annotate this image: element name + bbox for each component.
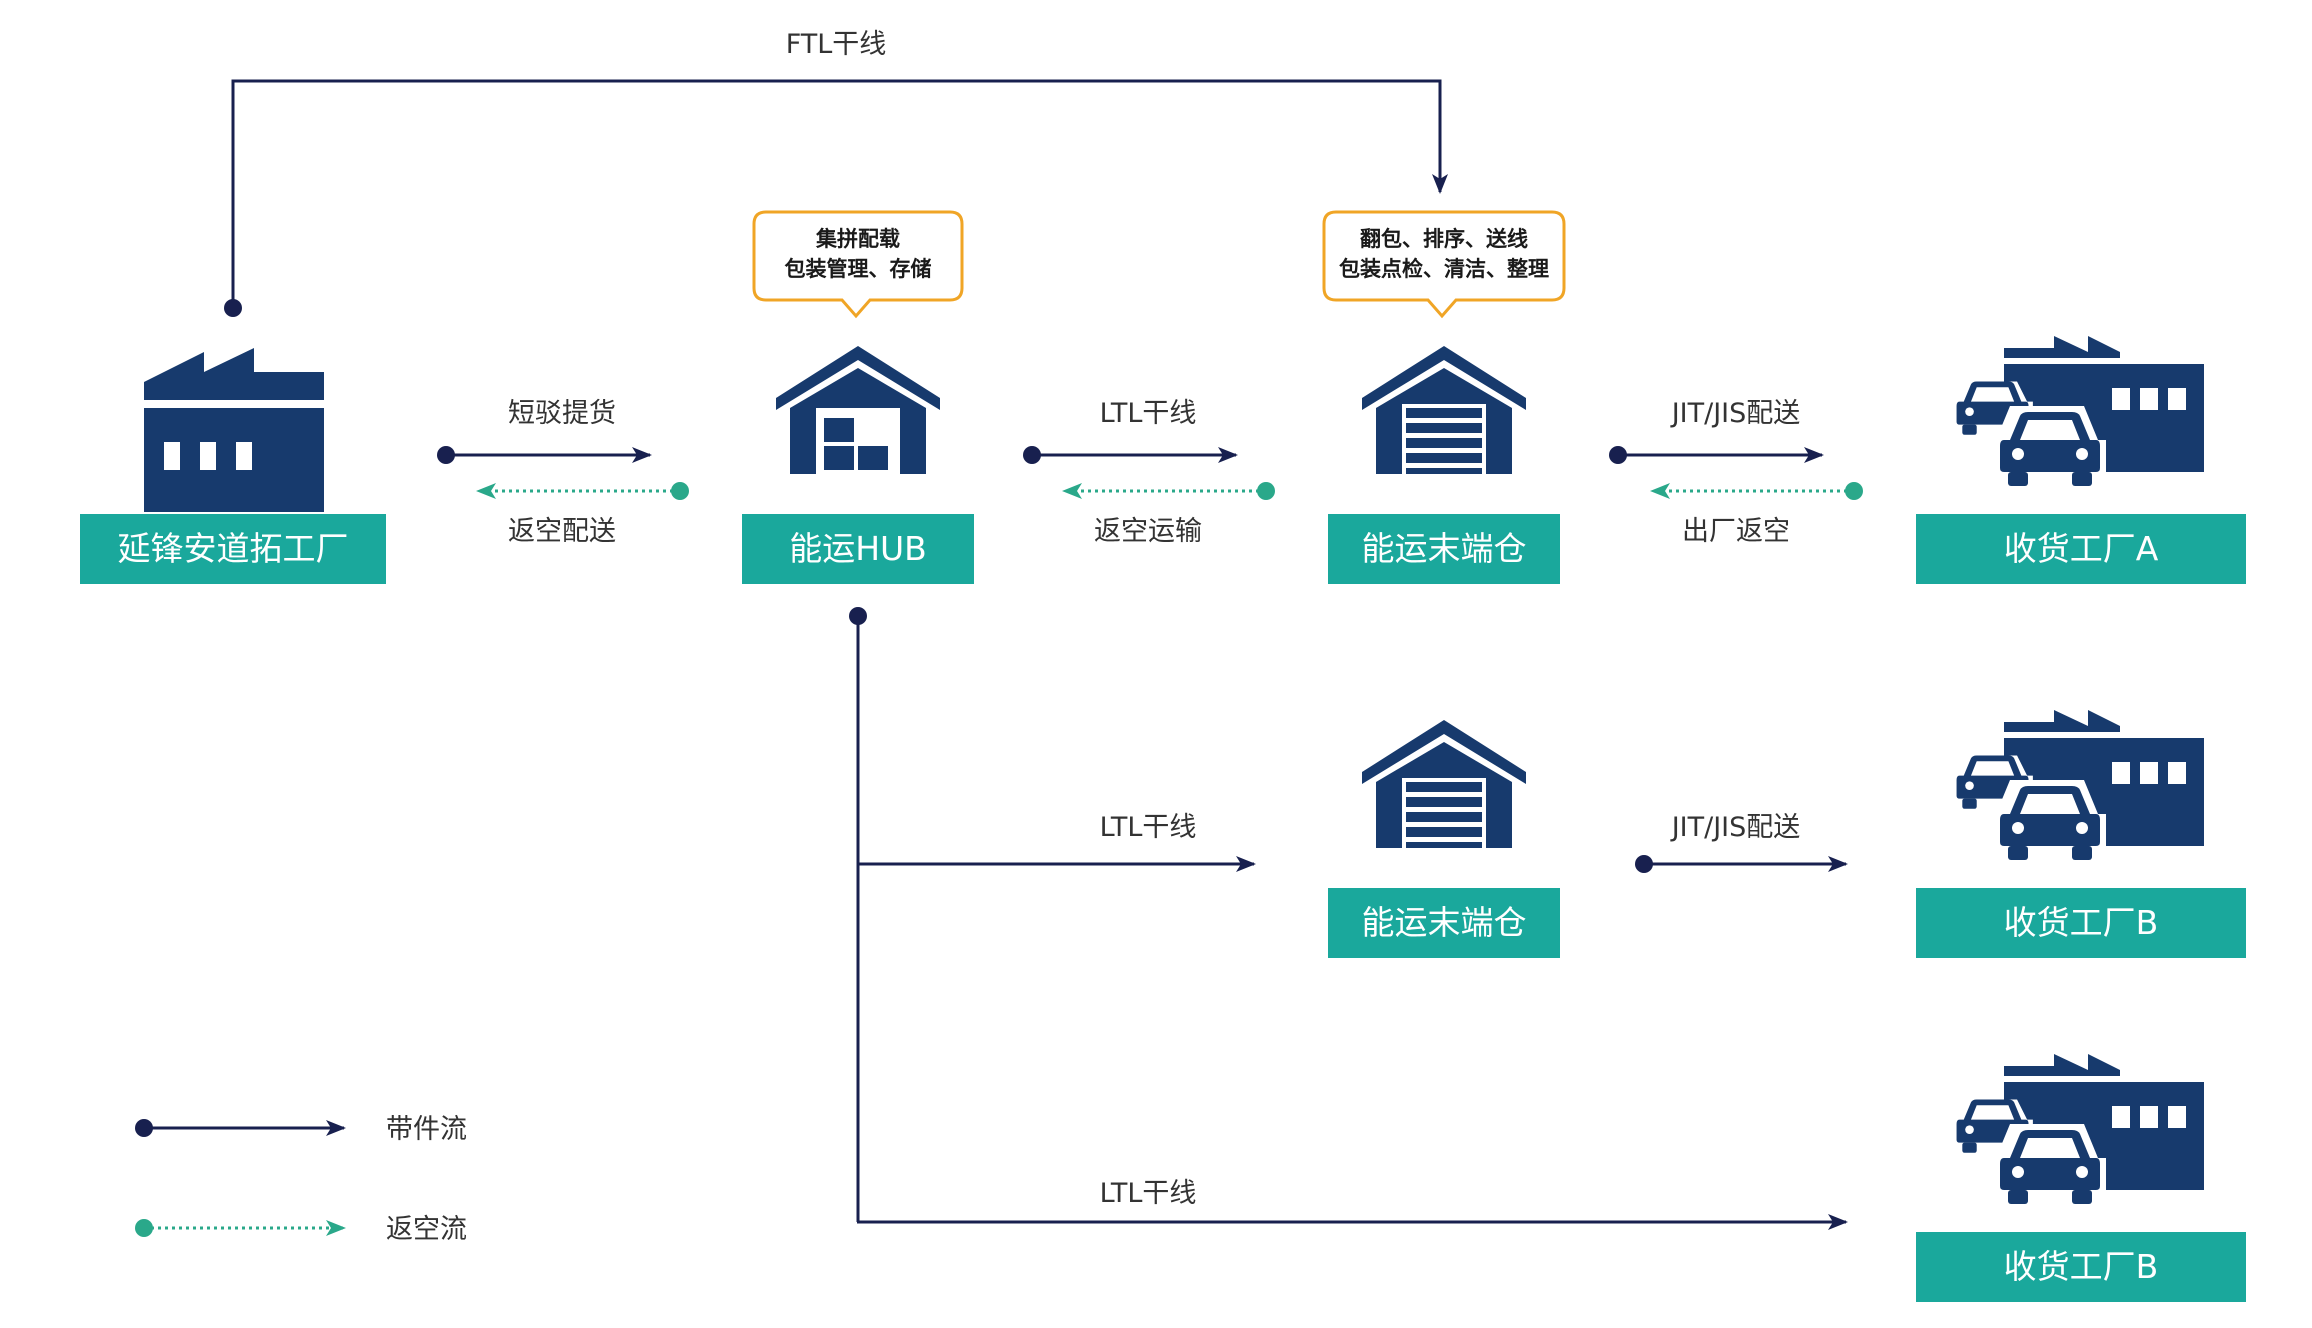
ftl-start-dot bbox=[224, 299, 242, 317]
terminal-mid: 能运末端仓 bbox=[1328, 720, 1560, 958]
receiver-b1-box bbox=[1916, 888, 2246, 958]
legend-empty-dot bbox=[135, 1219, 153, 1237]
garage-warehouse-icon bbox=[1362, 346, 1526, 474]
factory-icon bbox=[144, 348, 324, 512]
receiver-b1-label: 收货工厂B bbox=[2004, 903, 2159, 942]
legend-loaded: 带件流 bbox=[135, 1114, 467, 1145]
jit-top-forward-label: JIT/JIS配送 bbox=[1670, 398, 1801, 429]
receiver-a: 收货工厂A bbox=[1916, 336, 2246, 584]
ltl-bottom-label: LTL干线 bbox=[1100, 1178, 1197, 1209]
hub-trunk: LTL干线 LTL干线 bbox=[849, 607, 1848, 1230]
terminal-bubble-line2: 包装点检、清洁、整理 bbox=[1339, 257, 1549, 281]
receiver-b1: 收货工厂B bbox=[1916, 710, 2246, 958]
pickup-return-label: 返空配送 bbox=[508, 516, 616, 547]
factory-with-cars-icon bbox=[1948, 336, 2204, 486]
jit-mid-flow: JIT/JIS配送 bbox=[1635, 812, 1848, 873]
ltl-top-return-dot bbox=[1257, 482, 1275, 500]
jit-mid-forward-label: JIT/JIS配送 bbox=[1670, 812, 1801, 843]
hub-bubble-line1: 集拼配载 bbox=[815, 227, 900, 251]
origin-factory-box bbox=[80, 514, 386, 584]
pickup-return-dot bbox=[671, 482, 689, 500]
legend-loaded-label: 带件流 bbox=[386, 1114, 467, 1145]
jit-top-flow: JIT/JIS配送 出厂返空 bbox=[1609, 398, 1863, 547]
ltl-top-forward-dot bbox=[1023, 446, 1041, 464]
origin-factory: 延锋安道拓工厂 bbox=[80, 348, 386, 584]
ltl-top-forward-label: LTL干线 bbox=[1100, 398, 1197, 429]
pickup-forward-dot bbox=[437, 446, 455, 464]
warehouse-icon bbox=[776, 346, 940, 474]
receiver-b2-label: 收货工厂B bbox=[2004, 1247, 2159, 1286]
jit-top-return-label: 出厂返空 bbox=[1682, 516, 1790, 547]
terminal-top-box bbox=[1328, 514, 1560, 584]
factory-with-cars-icon bbox=[1948, 1054, 2204, 1204]
terminal-bubble-line1: 翻包、排序、送线 bbox=[1360, 227, 1528, 251]
terminal-top: 翻包、排序、送线 包装点检、清洁、整理 能运末端仓 bbox=[1322, 210, 1566, 584]
ftl-route-line bbox=[231, 79, 1448, 308]
hub-label: 能运HUB bbox=[789, 529, 927, 568]
legend-empty: 返空流 bbox=[135, 1214, 467, 1245]
origin-factory-label: 延锋安道拓工厂 bbox=[118, 529, 349, 568]
legend-empty-label: 返空流 bbox=[386, 1214, 467, 1245]
legend-loaded-dot bbox=[135, 1119, 153, 1137]
ltl-top-flow: LTL干线 返空运输 bbox=[1023, 398, 1275, 547]
jit-mid-forward-dot bbox=[1635, 855, 1653, 873]
hub-bubble: 集拼配载 包装管理、存储 bbox=[752, 210, 964, 319]
receiver-b2: 收货工厂B bbox=[1916, 1054, 2246, 1302]
terminal-mid-label: 能运末端仓 bbox=[1362, 903, 1527, 942]
ftl-label: FTL干线 bbox=[786, 29, 887, 60]
hub-bubble-line2: 包装管理、存储 bbox=[785, 257, 932, 281]
jit-top-return-dot bbox=[1845, 482, 1863, 500]
terminal-mid-box bbox=[1328, 888, 1560, 958]
ltl-mid-label: LTL干线 bbox=[1100, 812, 1197, 843]
pickup-forward-label: 短驳提货 bbox=[508, 398, 616, 429]
receiver-b2-box bbox=[1916, 1232, 2246, 1302]
legend: 带件流 返空流 bbox=[135, 1114, 467, 1245]
ftl-route: FTL干线 bbox=[224, 29, 1448, 317]
receiver-a-box bbox=[1916, 514, 2246, 584]
receiver-a-label: 收货工厂A bbox=[2004, 529, 2159, 568]
terminal-top-label: 能运末端仓 bbox=[1362, 529, 1527, 568]
pickup-flow: 短驳提货 返空配送 bbox=[437, 398, 689, 547]
terminal-bubble: 翻包、排序、送线 包装点检、清洁、整理 bbox=[1322, 210, 1566, 319]
hub-box bbox=[742, 514, 974, 584]
ltl-top-return-label: 返空运输 bbox=[1094, 516, 1202, 547]
factory-with-cars-icon bbox=[1948, 710, 2204, 860]
jit-top-forward-dot bbox=[1609, 446, 1627, 464]
garage-warehouse-icon bbox=[1362, 720, 1526, 848]
hub: 集拼配载 包装管理、存储 能运HUB bbox=[742, 210, 974, 584]
